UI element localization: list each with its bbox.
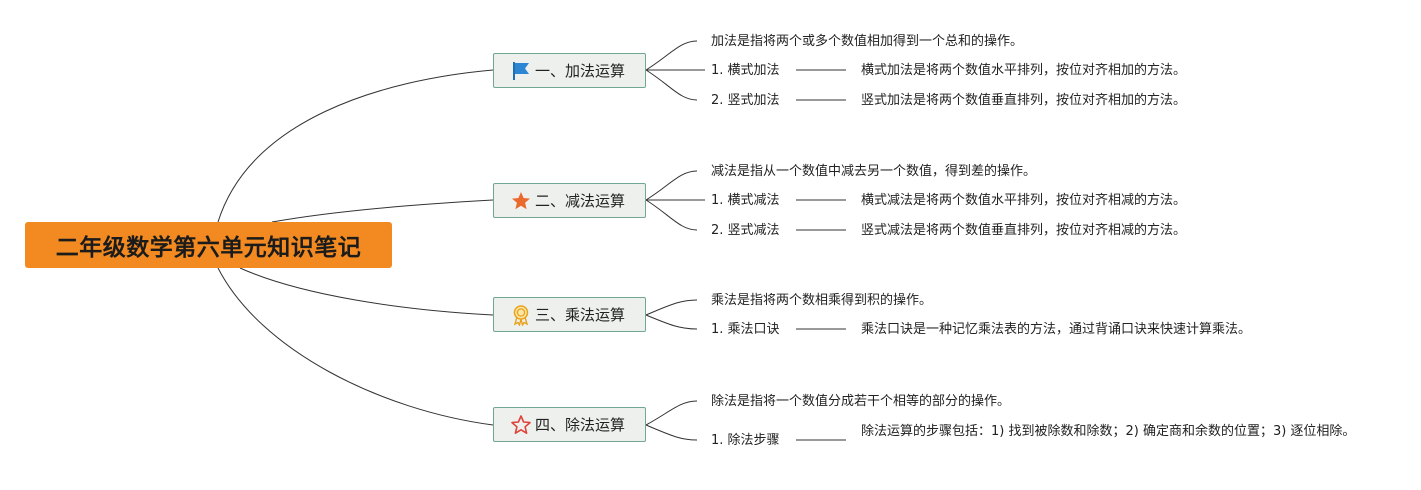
leaf-item-detail: 横式加法是将两个数值水平排列，按位对齐相加的方法。 (861, 63, 1187, 78)
connector-root-branch-1 (217, 69, 494, 223)
connector-b2-def (645, 170, 698, 201)
branch-label: 四、除法运算 (535, 416, 626, 434)
connector-b4-def (645, 400, 698, 426)
root-title: 二年级数学第六单元知识笔记 (55, 235, 362, 261)
branch-node-subtraction[interactable]: 二、减法运算 (493, 183, 646, 218)
leaf-definition: 加法是指将两个或多个数值相加得到一个总和的操作。 (711, 34, 1024, 49)
leaf-definition: 减法是指从一个数值中减去另一个数值，得到差的操作。 (711, 164, 1037, 179)
connector-b2-i2 (645, 199, 698, 231)
leaf-item-label: 2. 竖式减法 (711, 223, 780, 238)
award-medal-icon (510, 304, 532, 326)
connector-b1-def (645, 40, 698, 71)
branch-label: 二、减法运算 (535, 192, 626, 210)
connector-root-branch-4 (217, 267, 494, 426)
branch-label: 三、乘法运算 (535, 306, 626, 324)
star-filled-icon (510, 190, 532, 212)
connector-root-branch-2 (271, 199, 494, 223)
leaf-item-detail: 竖式减法是将两个数值垂直排列，按位对齐相减的方法。 (861, 223, 1187, 238)
leaf-item-detail: 除法运算的步骤包括：1) 找到被除数和除数；2) 确定商和余数的位置；3) 逐位… (861, 424, 1356, 439)
connector-root-branch-3 (239, 267, 494, 316)
leaf-item-label: 2. 竖式加法 (711, 93, 780, 108)
leaf-item-label: 1. 乘法口诀 (711, 322, 780, 337)
leaf-item-label: 1. 横式减法 (711, 193, 780, 208)
leaf-item-label: 1. 横式加法 (711, 63, 780, 78)
leaf-item-label: 1. 除法步骤 (711, 433, 780, 448)
connector-b1-i2 (645, 69, 698, 101)
connector-b3-i1 (645, 314, 698, 330)
branch-node-division[interactable]: 四、除法运算 (493, 407, 646, 442)
leaf-definition: 除法是指将一个数值分成若干个相等的部分的操作。 (711, 394, 1011, 409)
branch-node-addition[interactable]: 一、加法运算 (493, 53, 646, 88)
root-node[interactable]: 二年级数学第六单元知识笔记 (25, 222, 392, 268)
flag-icon (510, 60, 532, 82)
leaf-item-detail: 横式减法是将两个数值水平排列，按位对齐相减的方法。 (861, 193, 1187, 208)
branch-label: 一、加法运算 (535, 62, 626, 80)
connector-b3-def (645, 299, 698, 316)
leaf-item-detail: 乘法口诀是一种记忆乘法表的方法，通过背诵口诀来快速计算乘法。 (861, 322, 1252, 337)
branch-node-multiplication[interactable]: 三、乘法运算 (493, 297, 646, 332)
leaf-item-detail: 竖式加法是将两个数值垂直排列，按位对齐相加的方法。 (861, 93, 1187, 108)
connector-b4-i1 (645, 424, 698, 441)
leaf-definition: 乘法是指将两个数相乘得到积的操作。 (711, 293, 933, 308)
star-outline-icon (510, 414, 532, 436)
